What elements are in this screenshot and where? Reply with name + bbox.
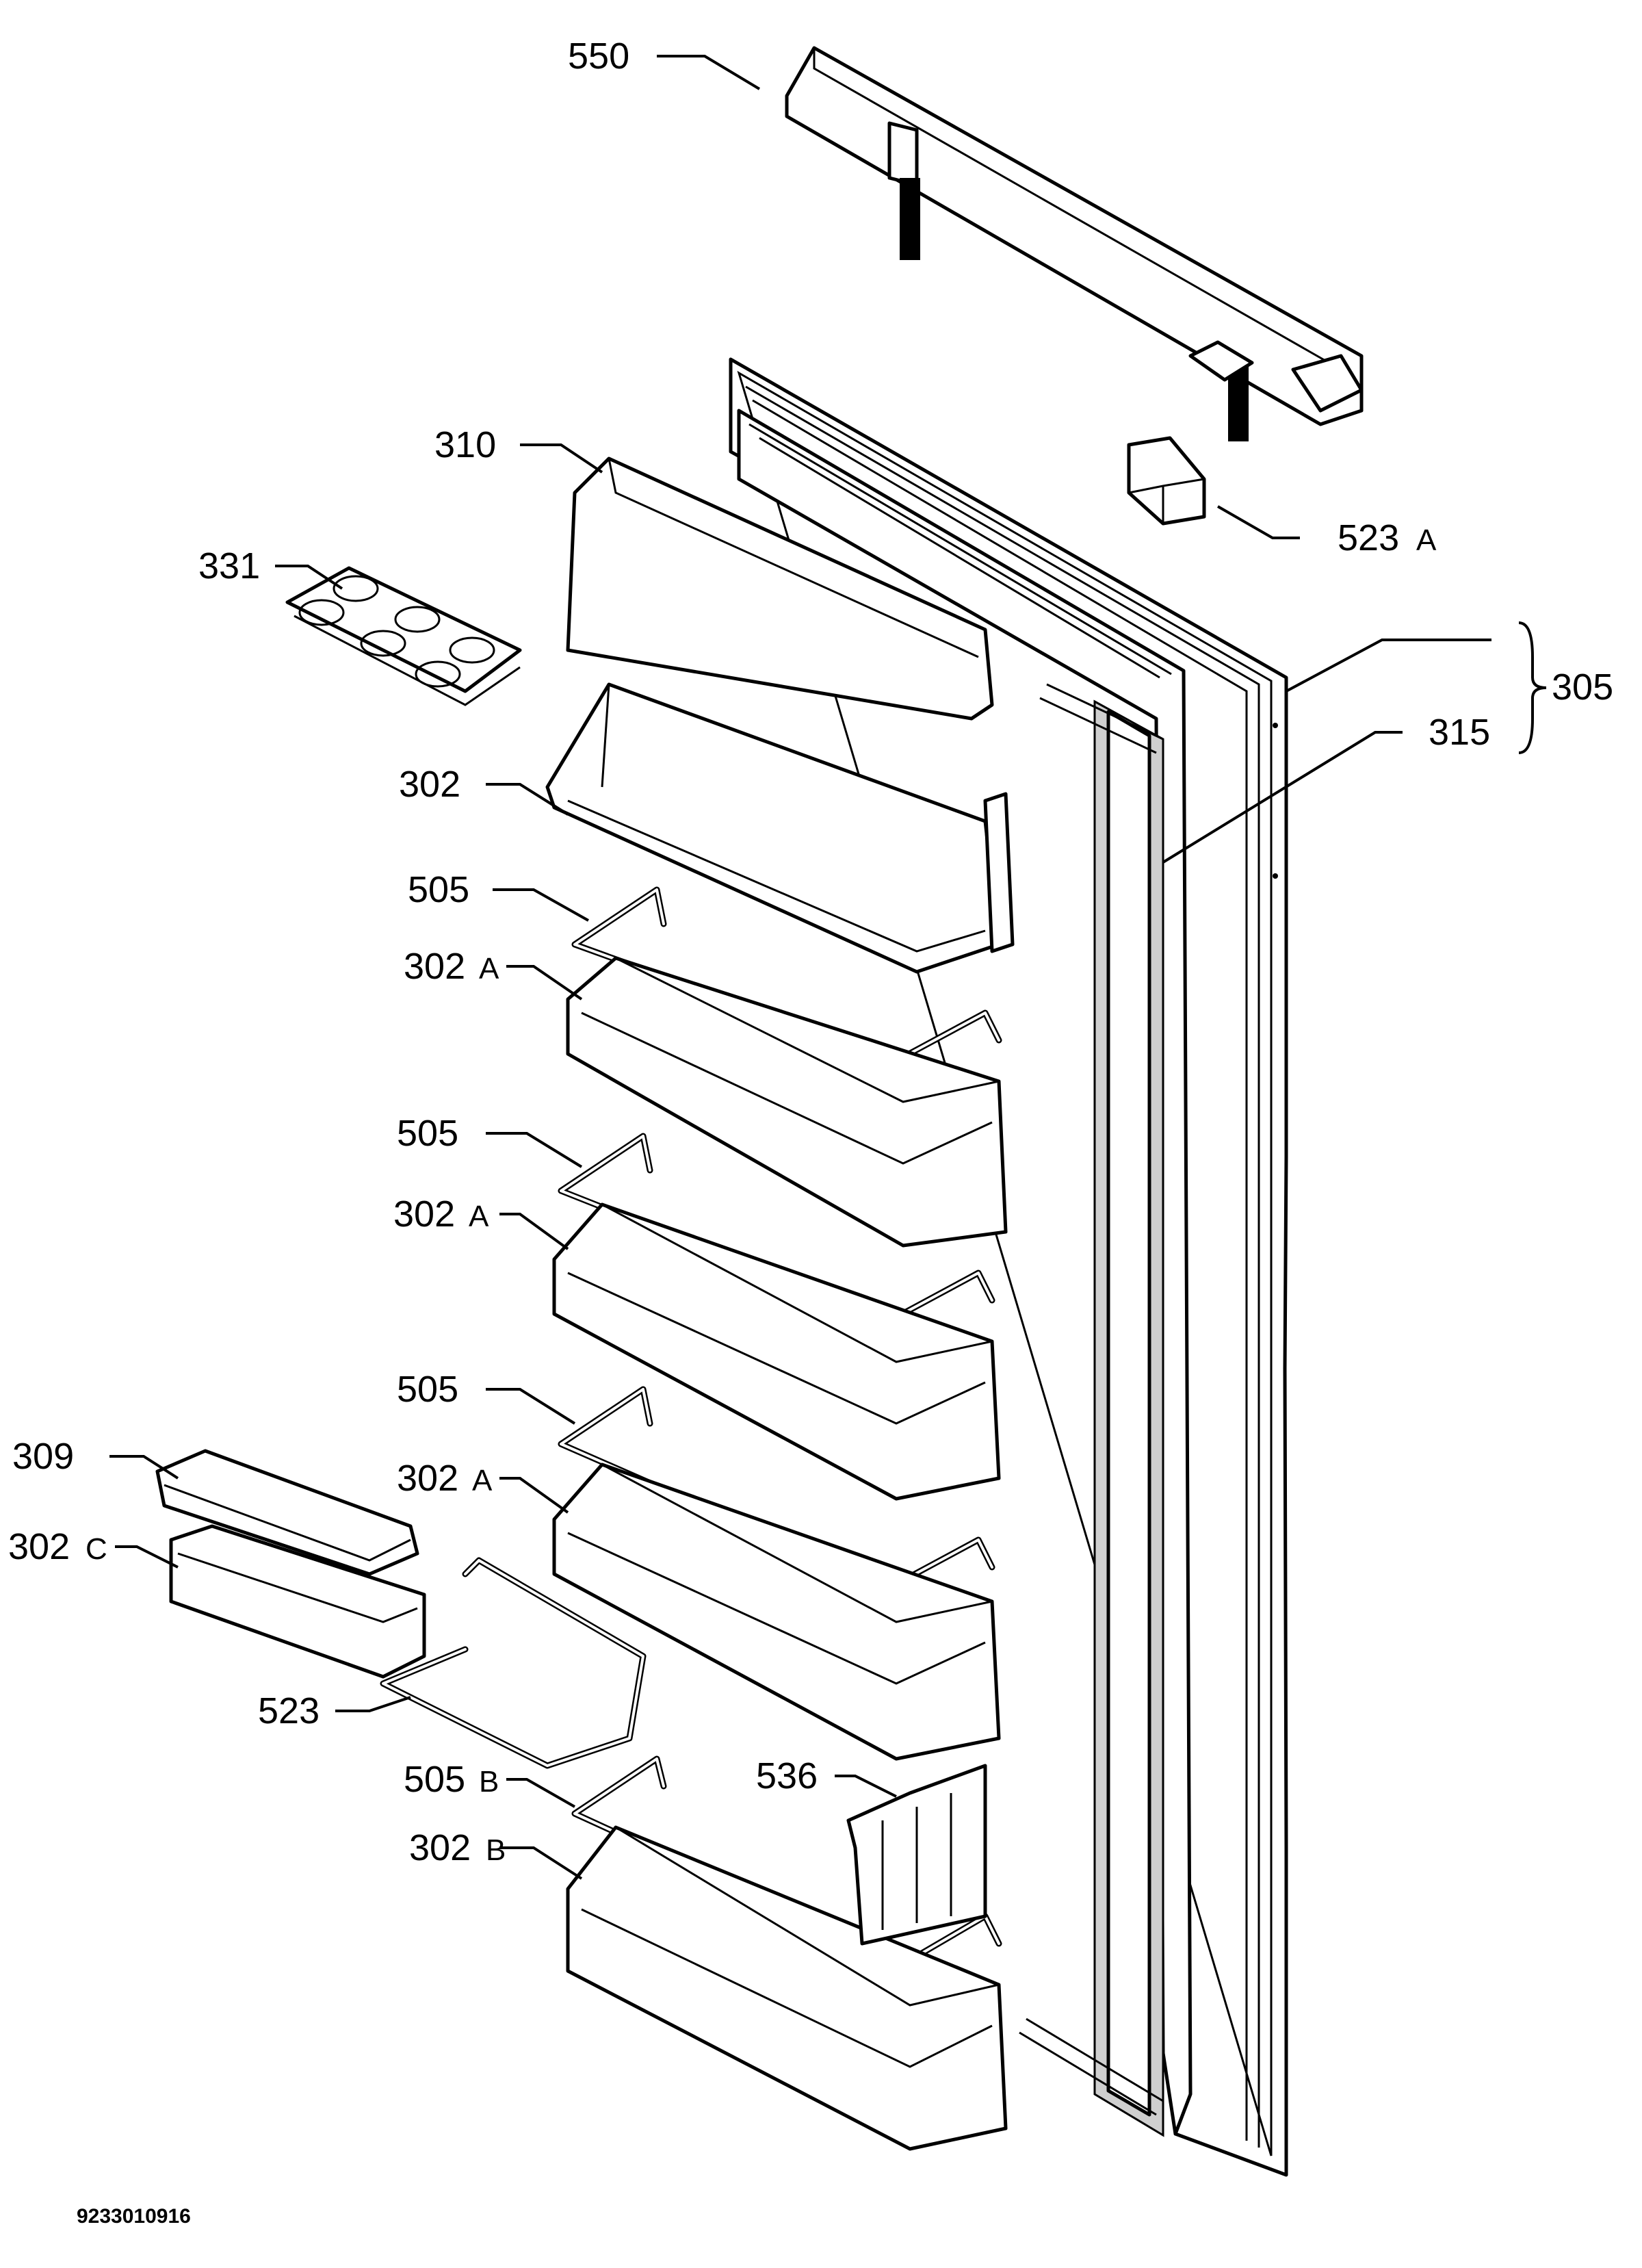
wire-rack-523 <box>380 1557 647 1769</box>
shelf-set-3 <box>552 1386 1001 1761</box>
shelf-set-1 <box>566 886 1008 1248</box>
label-302a-2-suffix: A <box>469 1200 489 1233</box>
divider-536 <box>846 1764 987 1946</box>
label-505-1: 505 <box>408 869 469 910</box>
label-523: 523 <box>258 1690 320 1731</box>
label-305: 305 <box>1552 667 1613 708</box>
label-309: 309 <box>12 1436 74 1477</box>
label-505b-suffix: B <box>479 1765 499 1799</box>
label-302a-2: 302 <box>393 1194 455 1235</box>
label-315: 315 <box>1429 712 1490 753</box>
label-505-3: 505 <box>397 1369 458 1410</box>
label-302b: 302 <box>409 1827 471 1868</box>
door-panel <box>729 357 1288 2177</box>
butter-dish <box>155 1449 426 1679</box>
label-505-2: 505 <box>397 1113 458 1154</box>
label-302c: 302 <box>8 1526 70 1567</box>
label-310: 310 <box>434 424 496 465</box>
shelf-set-2 <box>552 1133 1001 1501</box>
document-number: 9233010916 <box>77 2205 191 2228</box>
bottom-bin <box>566 1755 1008 2151</box>
label-302: 302 <box>399 764 460 805</box>
label-523a: 523 <box>1338 517 1399 558</box>
bracket-305 <box>1518 621 1547 754</box>
handle-bar <box>785 46 1364 441</box>
clip-523a <box>1127 436 1206 526</box>
egg-tray <box>285 566 522 706</box>
label-302c-suffix: C <box>86 1532 107 1566</box>
leader-lines <box>109 55 1491 1880</box>
label-331: 331 <box>198 545 260 587</box>
label-505b: 505 <box>404 1759 465 1800</box>
label-302a-1-suffix: A <box>479 952 499 985</box>
label-550: 550 <box>568 36 629 77</box>
dairy-compartment <box>545 456 1015 974</box>
label-302a-3-suffix: A <box>472 1464 493 1497</box>
label-302a-3: 302 <box>397 1458 458 1499</box>
label-536: 536 <box>756 1755 818 1796</box>
label-523a-suffix: A <box>1416 524 1437 557</box>
label-302a-1: 302 <box>404 946 465 987</box>
label-302b-suffix: B <box>486 1833 506 1867</box>
door-gasket <box>1019 683 1164 2137</box>
